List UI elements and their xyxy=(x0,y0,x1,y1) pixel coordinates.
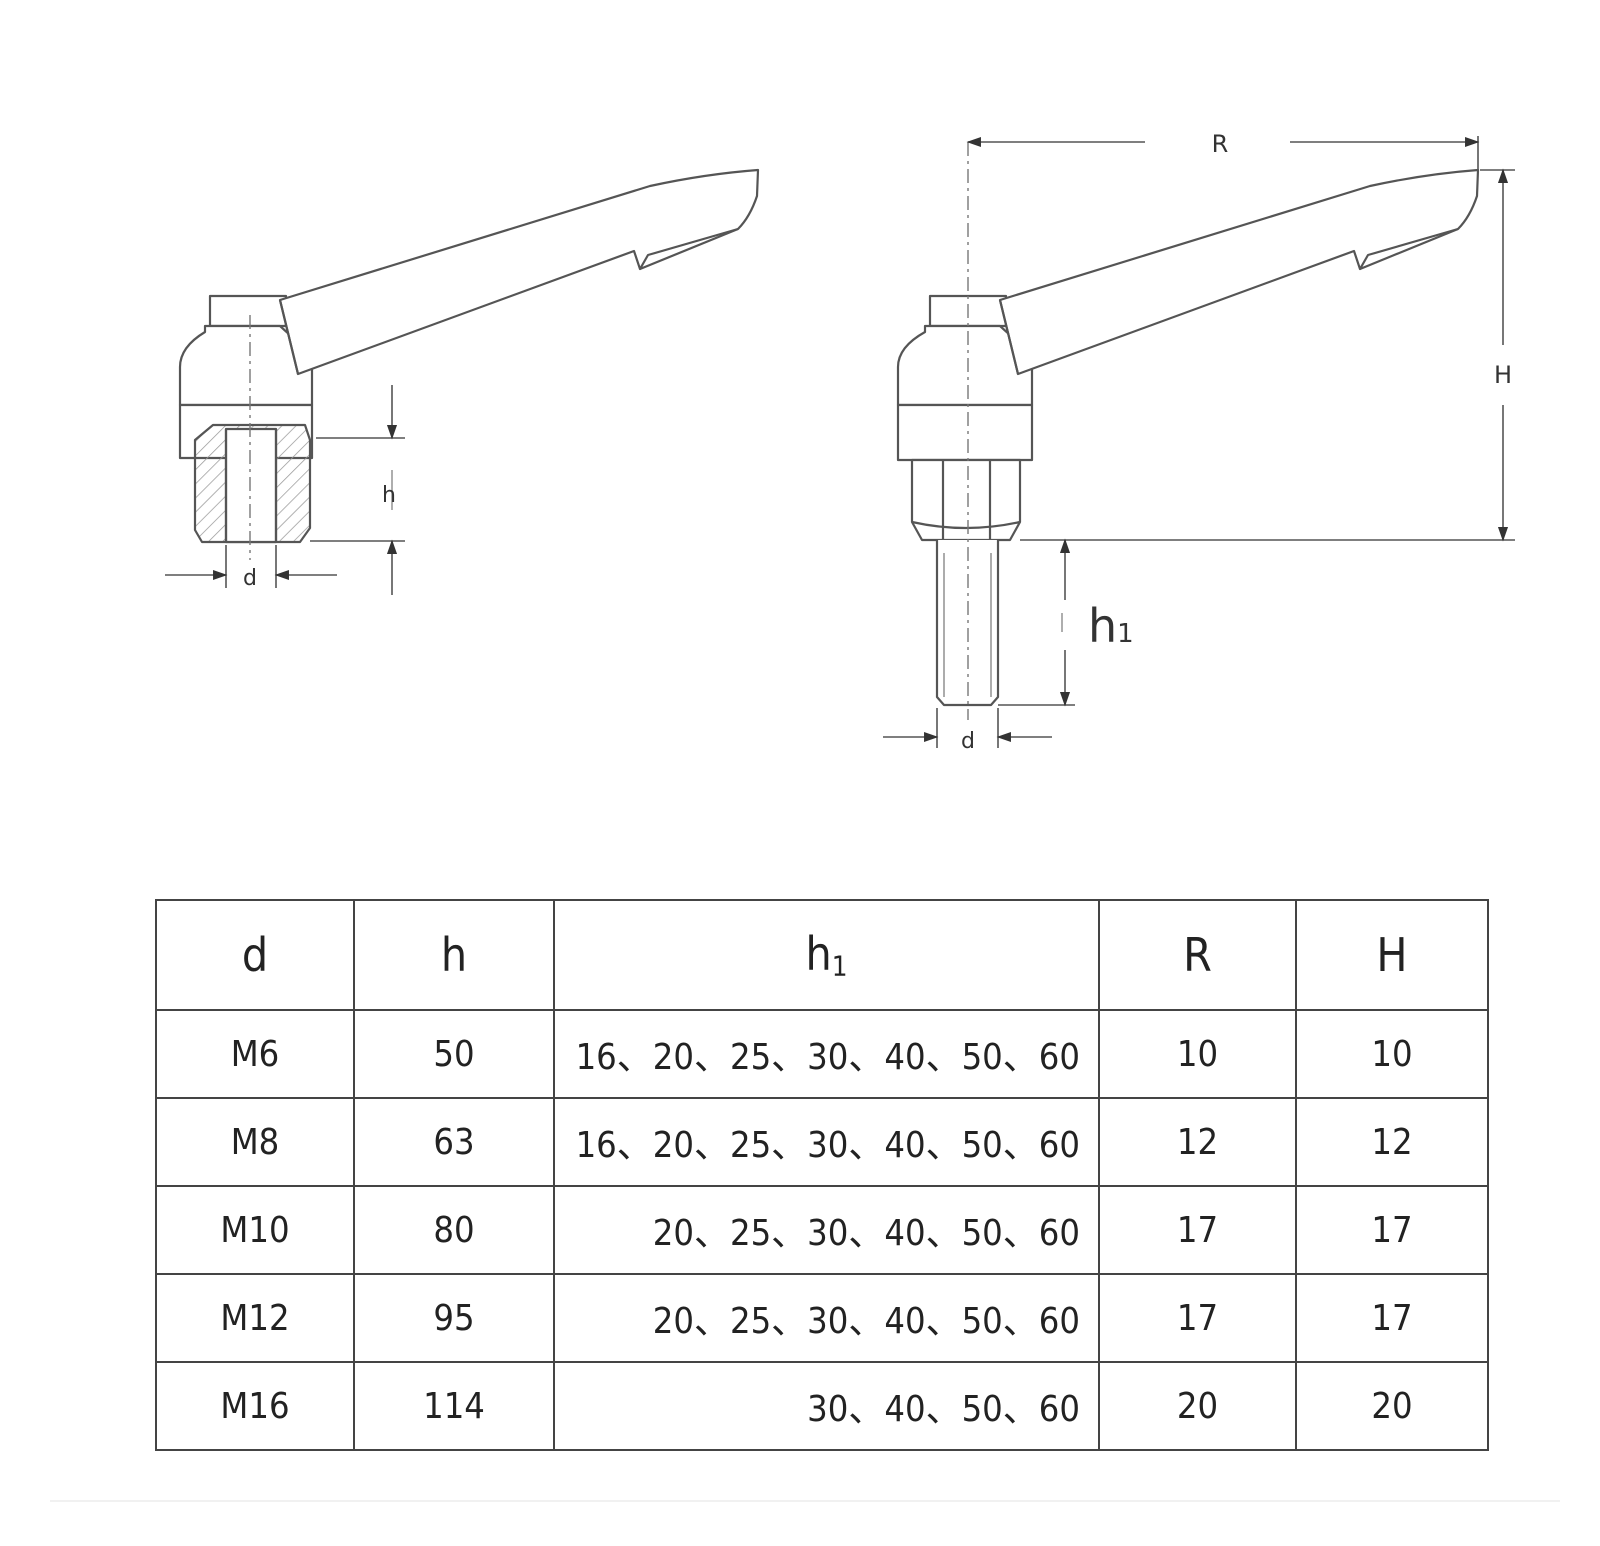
cell-h1: 30、40、50、60 xyxy=(553,1361,1100,1451)
table-row: M16 114 30、40、50、60 20 20 xyxy=(155,1361,1489,1451)
label-H: H xyxy=(1494,361,1512,389)
cell-h1: 16、20、25、30、40、50、60 xyxy=(553,1097,1100,1187)
cell-h: 63 xyxy=(353,1097,555,1187)
dimension-R xyxy=(966,136,1480,172)
cell-d: M6 xyxy=(155,1009,355,1099)
header-R: R xyxy=(1098,899,1297,1011)
table-row: M12 95 20、25、30、40、50、60 17 17 xyxy=(155,1273,1489,1363)
cell-H: 17 xyxy=(1295,1273,1489,1363)
cell-d: M8 xyxy=(155,1097,355,1187)
cell-h1: 20、25、30、40、50、60 xyxy=(553,1273,1100,1363)
label-d-right: d xyxy=(961,729,975,754)
label-d-left: d xyxy=(243,566,257,591)
dimension-H xyxy=(1020,168,1515,542)
lever-male-view xyxy=(896,168,1480,707)
dimension-h1 xyxy=(998,538,1075,707)
dimension-d-left xyxy=(165,545,337,588)
table-row: M8 63 16、20、25、30、40、50、60 12 12 xyxy=(155,1097,1489,1187)
cell-R: 20 xyxy=(1098,1361,1297,1451)
cell-R: 17 xyxy=(1098,1273,1297,1363)
table-header-row: d h h1 R H xyxy=(155,899,1489,1011)
bottom-divider xyxy=(50,1500,1560,1502)
cell-R: 12 xyxy=(1098,1097,1297,1187)
cell-h: 114 xyxy=(353,1361,555,1451)
table-row: M10 80 20、25、30、40、50、60 17 17 xyxy=(155,1185,1489,1275)
dimension-h xyxy=(310,385,405,595)
cell-h: 80 xyxy=(353,1185,555,1275)
cell-h1: 16、20、25、30、40、50、60 xyxy=(553,1009,1100,1099)
header-H: H xyxy=(1295,899,1489,1011)
technical-drawing: h d R H xyxy=(165,130,1515,754)
dimension-d-right xyxy=(883,708,1052,748)
label-h-left: h xyxy=(382,483,396,508)
label-h1: h1 xyxy=(1088,599,1134,653)
cell-h: 95 xyxy=(353,1273,555,1363)
cell-d: M10 xyxy=(155,1185,355,1275)
cell-H: 10 xyxy=(1295,1009,1489,1099)
cell-d: M16 xyxy=(155,1361,355,1451)
header-h: h xyxy=(353,899,555,1011)
dimension-table: d h h1 R H M6 50 16、20、25、30、40、50、60 10… xyxy=(155,899,1489,1451)
table-row: M6 50 16、20、25、30、40、50、60 10 10 xyxy=(155,1009,1489,1099)
cell-R: 17 xyxy=(1098,1185,1297,1275)
cell-h1: 20、25、30、40、50、60 xyxy=(553,1185,1100,1275)
cell-H: 20 xyxy=(1295,1361,1489,1451)
lever-female-view xyxy=(178,168,760,544)
cell-H: 17 xyxy=(1295,1185,1489,1275)
cell-h: 50 xyxy=(353,1009,555,1099)
cell-d: M12 xyxy=(155,1273,355,1363)
label-R: R xyxy=(1212,130,1229,158)
cell-H: 12 xyxy=(1295,1097,1489,1187)
header-d: d xyxy=(155,899,355,1011)
header-h1: h1 xyxy=(553,899,1100,1011)
cell-R: 10 xyxy=(1098,1009,1297,1099)
